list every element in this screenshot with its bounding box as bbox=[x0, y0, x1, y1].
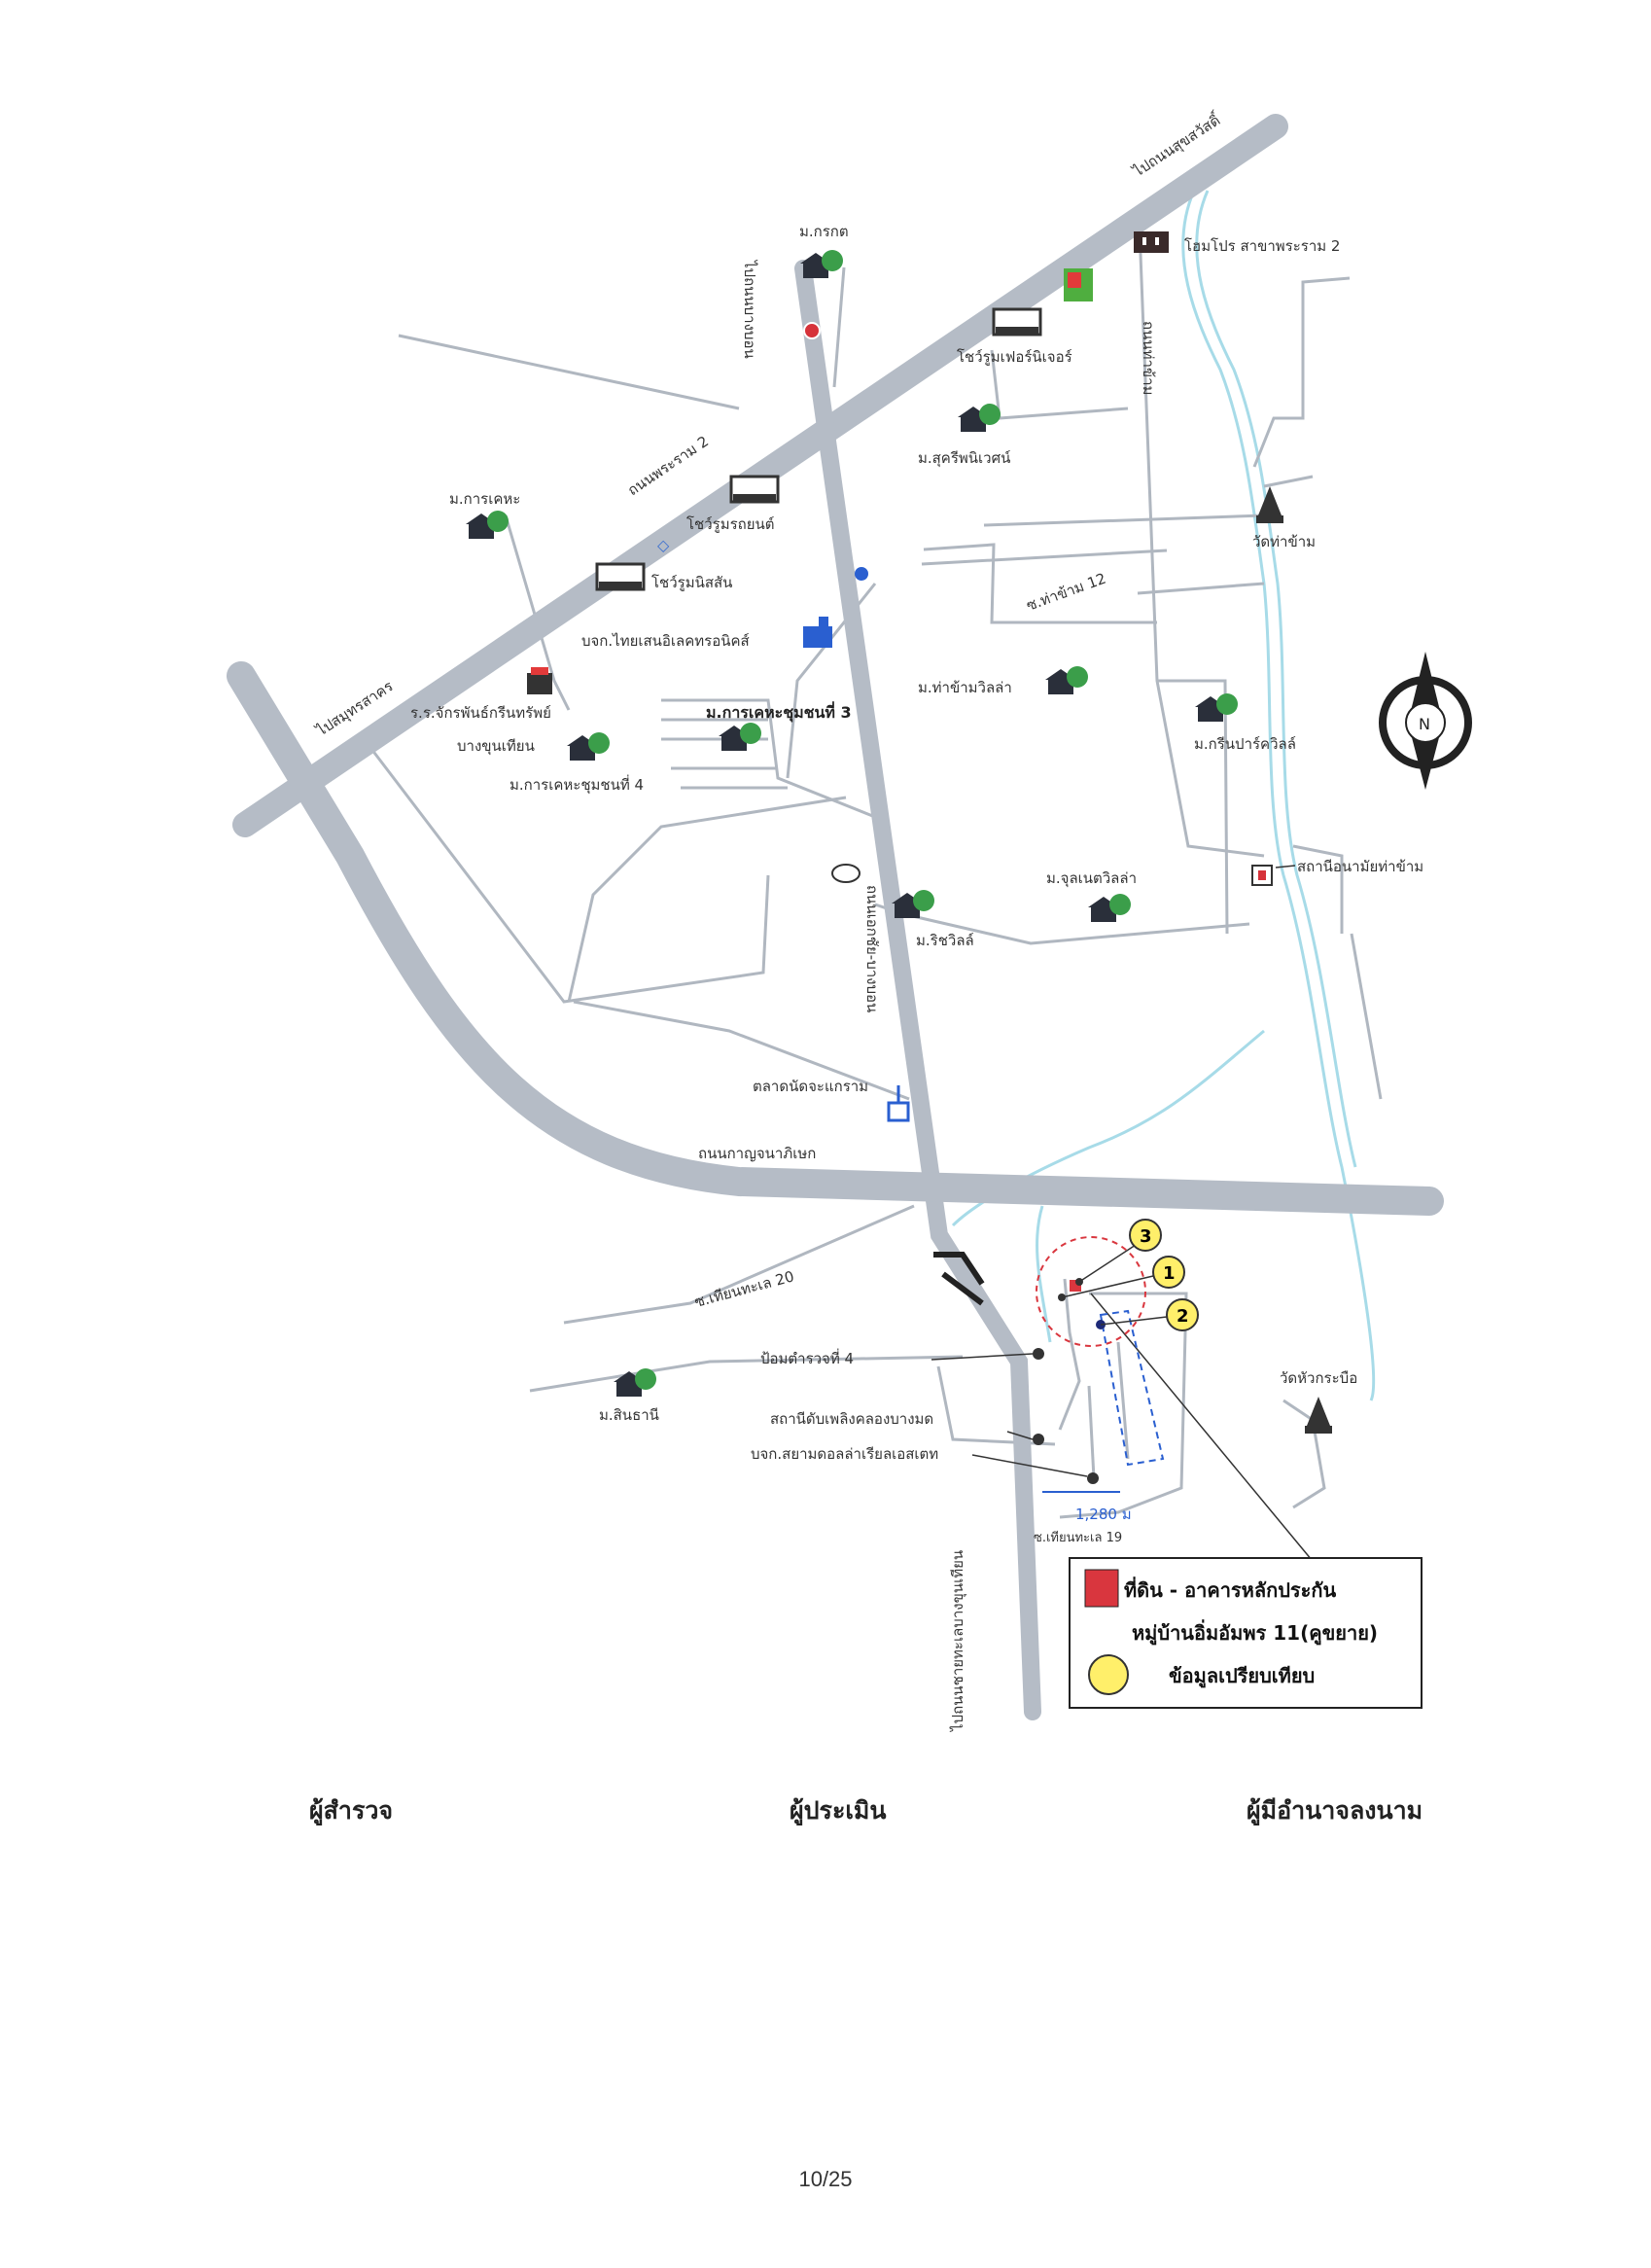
label-to-bangbon: ไปถนนบางบอน bbox=[741, 260, 758, 359]
factory-icon bbox=[803, 617, 832, 648]
marker-1: 1 bbox=[1152, 1256, 1185, 1289]
label-rama2: ถนนพระราม 2 bbox=[624, 433, 712, 500]
leader-lines bbox=[931, 865, 1317, 1567]
house-icon bbox=[466, 511, 509, 539]
label-police-box: ป้อมตำรวจที่ 4 bbox=[760, 1348, 854, 1367]
label-mb-kanchana: ม.การเคหะ bbox=[449, 490, 520, 508]
legend-collateral: ที่ดิน - อาคารหลักประกัน bbox=[1124, 1576, 1337, 1602]
house-icon bbox=[1195, 693, 1238, 722]
label-showroom-low: โชว์รูมนิสสัน bbox=[651, 574, 732, 591]
label-bang-khun-thian: บางขุนเทียน bbox=[457, 737, 535, 756]
label-soi-thian-thale-20: ซ.เทียนทะเล 20 bbox=[692, 1267, 795, 1311]
label-fire-station: สถานีดับเพลิงคลองบางมด bbox=[770, 1410, 933, 1428]
road-labels: ไปถนนสุขสวัสดิ์ ถนนพระราม 2 ไปสมุทรสาคร … bbox=[313, 109, 1226, 1732]
esso-icon bbox=[831, 864, 861, 883]
label-to-bang-khun-thian: ไปถนนชายทะเลบางขุนเทียน bbox=[949, 1550, 967, 1732]
school-icon bbox=[527, 667, 552, 694]
hospital-icon bbox=[1251, 865, 1273, 886]
label-bangbon-road: ถนนเอกชัย-บางบอน bbox=[863, 885, 881, 1012]
label-school: ร.ร.จักรพันธ์กรีนทรัพย์ bbox=[410, 704, 551, 722]
site-boundary bbox=[1099, 1309, 1165, 1467]
place-labels: ม.กรกต โฮมโปร สาขาพระราม 2 โชว์รูมเฟอร์น… bbox=[410, 223, 1423, 1463]
label-mb-greenpark: ม.กรีนปาร์ควิลล์ bbox=[1194, 735, 1296, 753]
label-mb-sukniwet: ม.สุครีพนิเวศน์ bbox=[918, 449, 1011, 468]
label-tha-kham-road: ถนนท่าข้าม bbox=[1140, 321, 1157, 395]
company-icon bbox=[1087, 1472, 1099, 1484]
label-company-bottom: บจก.สยามดอลล่าเรียลเอสเตท bbox=[751, 1445, 938, 1463]
marker-3: 3 bbox=[1129, 1219, 1162, 1252]
label-mb-tha-kham-villa: ม.ท่าข้ามวิลล่า bbox=[918, 679, 1012, 696]
gas-station-icon bbox=[855, 567, 868, 581]
svg-text:1: 1 bbox=[1163, 1263, 1176, 1284]
poi-icons: ◇ bbox=[527, 231, 1332, 1484]
label-mb-julanet: ม.จุลเนตวิลล่า bbox=[1046, 869, 1137, 888]
shopping-icon bbox=[1064, 268, 1093, 301]
label-market: ตลาดนัดจะแกราม bbox=[753, 1078, 868, 1095]
home-pro-icon bbox=[1134, 231, 1169, 253]
house-icon bbox=[719, 723, 761, 751]
market-icon bbox=[887, 1085, 910, 1122]
label-health-center: สถานีอนามัยท่าข้าม bbox=[1297, 858, 1423, 875]
comparison-markers: 3 1 2 bbox=[1129, 1219, 1199, 1331]
house-icon bbox=[1045, 666, 1088, 694]
showroom-icon bbox=[729, 475, 780, 504]
overpass-icon bbox=[933, 1252, 985, 1306]
drop-icon: ◇ bbox=[657, 536, 670, 554]
label-showroom-mid: โชว์รูมรถยนต์ bbox=[686, 515, 775, 533]
label-wat-hua-krabue: วัดหัวกระบือ bbox=[1280, 1369, 1357, 1387]
svg-text:3: 3 bbox=[1140, 1226, 1152, 1247]
legend-collateral-swatch bbox=[1084, 1569, 1119, 1608]
house-icon bbox=[567, 732, 610, 761]
temple-icon bbox=[1256, 486, 1283, 523]
police-icon bbox=[1033, 1348, 1044, 1360]
label-soi-thian-thale-19: ซ.เทียนทะเล 19 bbox=[1034, 1530, 1122, 1545]
subject-site: 1,280 ม bbox=[1036, 1236, 1168, 1523]
house-icon bbox=[800, 250, 843, 278]
marker-2: 2 bbox=[1166, 1298, 1199, 1331]
legend-comparison: ข้อมูลเปรียบเทียบ bbox=[1169, 1664, 1315, 1689]
north-arrow-icon: N bbox=[1379, 652, 1472, 790]
svg-text:N: N bbox=[1419, 715, 1430, 733]
label-mb-richville: ม.ริชวิลล์ bbox=[916, 932, 974, 949]
label-showroom-top: โชว์รูมเฟอร์นิเจอร์ bbox=[957, 348, 1072, 366]
road-kanchanaphisek bbox=[227, 661, 1444, 1216]
surveyor-signature-label: ผู้สำรวจ bbox=[309, 1796, 394, 1825]
page-number: 10/25 bbox=[798, 2167, 853, 2191]
small-roads bbox=[369, 229, 1383, 1519]
label-mb-kanchana4: ม.การเคหะชุมชนที่ 4 bbox=[509, 774, 644, 795]
village-icons bbox=[466, 250, 1238, 1397]
showroom-icon bbox=[595, 562, 646, 591]
label-mb-sinthani: ม.สินธานี bbox=[599, 1406, 659, 1424]
label-kanchanaphisek: ถนนกาญจนาภิเษก bbox=[698, 1145, 816, 1162]
road-bangbon bbox=[794, 260, 1041, 1720]
label-mb-korakot: ม.กรกต bbox=[799, 223, 849, 240]
house-icon bbox=[1088, 894, 1131, 922]
gas-station-icon bbox=[803, 322, 821, 339]
legend-village: หมู่บ้านอิ่มอัมพร 11(คูขยาย) bbox=[1132, 1618, 1378, 1647]
house-icon bbox=[614, 1368, 656, 1397]
house-icon bbox=[958, 404, 1001, 432]
distance-label: 1,280 ม bbox=[1075, 1506, 1132, 1523]
legend-comparison-swatch bbox=[1088, 1654, 1129, 1695]
showroom-icon bbox=[992, 307, 1042, 337]
fire-station-icon bbox=[1033, 1434, 1044, 1445]
label-soi-tha-kham-12: ซ.ท่าข้าม 12 bbox=[1024, 570, 1108, 615]
svg-text:2: 2 bbox=[1177, 1306, 1189, 1327]
house-icon bbox=[892, 890, 934, 918]
appraiser-signature-label: ผู้ประเมิน bbox=[790, 1796, 887, 1825]
canal bbox=[951, 190, 1376, 1401]
legend: ที่ดิน - อาคารหลักประกัน หมู่บ้านอิ่มอัม… bbox=[1069, 1557, 1423, 1709]
label-home-pro: โฮมโปร สาขาพระราม 2 bbox=[1184, 237, 1340, 255]
label-mb-kanchana3: ม.การเคหะชุมชนที่ 3 bbox=[706, 701, 852, 723]
label-wat-tha-kham: วัดท่าข้าม bbox=[1252, 533, 1316, 550]
temple-icon bbox=[1305, 1397, 1332, 1434]
signatory-signature-label: ผู้มีอำนาจลงนาม bbox=[1247, 1796, 1423, 1825]
site-radius-circle bbox=[1036, 1236, 1146, 1347]
label-company-electronics: บจก.ไทยเสนอิเลคทรอนิคส์ bbox=[581, 632, 750, 650]
